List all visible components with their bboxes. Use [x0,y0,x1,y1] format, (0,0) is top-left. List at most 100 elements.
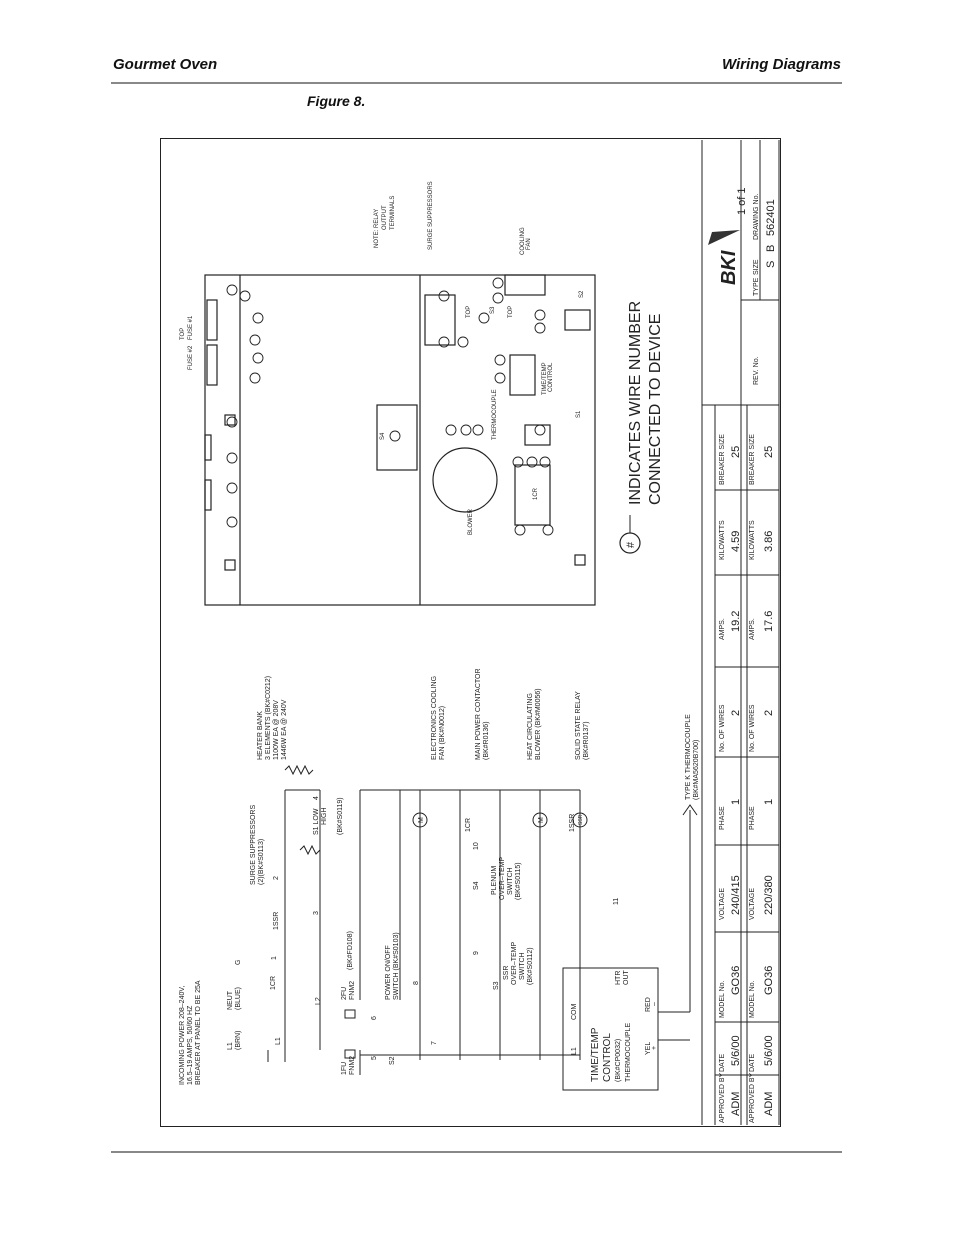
contactor-1: MAIN POWER CONTACTOR [475,668,482,760]
row1-model: GO36 [730,966,742,995]
hdr2-phase: PHASE [749,806,756,830]
hdr2-breaker: BREAKER SIZE [749,434,756,485]
legend-line-1: INDICATES WIRE NUMBER [627,301,644,505]
ground-label: G [235,960,242,965]
layout-s3: S3 [490,306,496,314]
blower-2: BLOWER (BK#M0056) [535,688,542,760]
layout-s2: S2 [579,290,585,298]
row1-amps: 19.2 [730,611,742,632]
surge-suppressor-icon [299,844,321,856]
row1-approved: ADM [730,1092,742,1116]
incoming-1: INCOMING POWER 208–240V, [179,986,186,1085]
hdr-wires: No. OF WIRES [719,704,726,752]
layout-top: TOP [180,328,186,340]
incoming-3: BREAKER AT PANEL TO BE 25A [195,980,202,1085]
fu2-line1: 2FU [341,987,348,1000]
fan-motor-icon [412,812,428,828]
fuse-1-icon [344,1049,356,1059]
schematic-lines [267,789,698,1091]
s1-high: HIGH [321,808,328,826]
drawing-frame [160,138,781,1127]
layout-blower: BLOWER [468,508,474,535]
s4-2: PLENUM [491,866,498,895]
sheet-number: 1 of 1 [736,187,748,215]
layout-cooling-1: COOLING [520,227,526,255]
row2-model: GO36 [763,966,775,995]
s3-2: SSR [503,966,510,980]
ttc-term-out: OUT [623,970,630,986]
wire-3: 3 [313,911,320,915]
hdr-date: DATE [719,1054,726,1072]
hdr-voltage: VOLTAGE [719,888,726,920]
heater-1: HEATER BANK [257,711,264,760]
size-value: B [765,245,777,252]
ssr1b-label: 1SSR [569,814,576,832]
cr1-label: 1CR [270,976,277,990]
l1-label: L1 [227,1042,234,1050]
size-label: SIZE [753,259,760,275]
s2-label: S2 [389,1056,396,1065]
hdr2-kw: KILOWATTS [749,520,756,560]
rev-label: REV. No. [753,356,760,385]
s3-1: S3 [493,981,500,990]
hdr-model: MODEL No. [719,980,726,1018]
schematic-components [284,764,588,1059]
ttc-4: THERMOCOUPLE [625,1023,632,1082]
fan-2: FAN (BK#N0012) [439,706,446,760]
hdr2-amps: AMPS. [749,618,756,640]
s1-low: S1 LOW [313,808,320,835]
ttc-1: TIME/TEMP [590,1027,601,1082]
wire-8: 8 [413,981,420,985]
ttc-term-com: COM [571,1004,578,1021]
row2-amps: 17.6 [763,611,775,632]
ttc-term-minus: – [651,1002,658,1006]
s3-5: (BK#S0112) [527,947,534,985]
wire-7: 7 [431,1041,438,1045]
layout-labels: TOP FUSE #2 FUSE #1 NOTE: RELAY OUTPUT T… [180,181,585,535]
footer-rule [111,1151,842,1153]
ttc-term-l1: L1 [571,1047,578,1055]
header-rule [111,82,842,84]
schematic-text: INCOMING POWER 208–240V, 16.5–19 AMPS, 5… [179,668,700,1085]
layout-top-2: TOP [466,306,472,318]
layout-note-3: TERMINALS [390,196,396,230]
heater-element-icon [284,764,314,776]
hdr-breaker: BREAKER SIZE [719,434,726,485]
s4-4: SWITCH [507,867,514,895]
blower-motor-icon [532,812,548,828]
header-title-left: Gourmet Oven [113,56,218,73]
s1-part: (BK#S0119) [337,797,344,835]
wire-1: 1 [271,956,278,960]
hdr-approved: APPROVED BY [719,1072,726,1123]
surge-1: SURGE SUPPRESSORS [250,805,257,885]
row1-voltage: 240/415 [730,875,742,915]
s4-5: (BK#S0115) [515,862,522,900]
bki-logo: BKI [718,250,740,285]
wire-10: 10 [473,842,480,850]
ttc-term-htr: HTR [615,971,622,985]
layout-ttc-2: CONTROL [548,362,554,392]
wire-5: 5 [371,1056,378,1060]
wire-9: 9 [473,951,480,955]
fuse-2-icon [344,1009,356,1019]
l1-wire: L1 [275,1037,282,1045]
title-block-text: APPROVED BY DATE MODEL No. VOLTAGE PHASE… [708,187,777,1123]
wire-number-legend: # INDICATES WIRE NUMBER CONNECTED TO DEV… [619,301,664,554]
hdr2-wires: No. OF WIRES [749,704,756,752]
layout-fuse1: FUSE #1 [188,315,194,340]
row1-kw: 4.59 [730,531,742,552]
legend-line-2: CONNECTED TO DEVICE [647,314,664,505]
drawing-number: 562401 [765,199,777,236]
thermocouple-1: TYPE K THERMOCOUPLE [685,714,692,800]
thermocouple-2: (BK#MA5620B700) [693,740,700,800]
row1-wires: 2 [730,710,742,716]
layout-terminals [226,277,554,536]
neut-label: NEUT [227,990,234,1010]
ssr-circle-label: SSR [578,814,584,825]
layout-surge: SURGE SUPPRESSORS [428,181,434,250]
layout-note-1: NOTE: RELAY [374,209,380,248]
row2-date: 5/6/00 [763,1035,775,1066]
incoming-2: 16.5–19 AMPS, 50/60 HZ [187,1005,194,1085]
hdr-phase: PHASE [719,806,726,830]
row2-kw: 3.86 [763,531,775,552]
